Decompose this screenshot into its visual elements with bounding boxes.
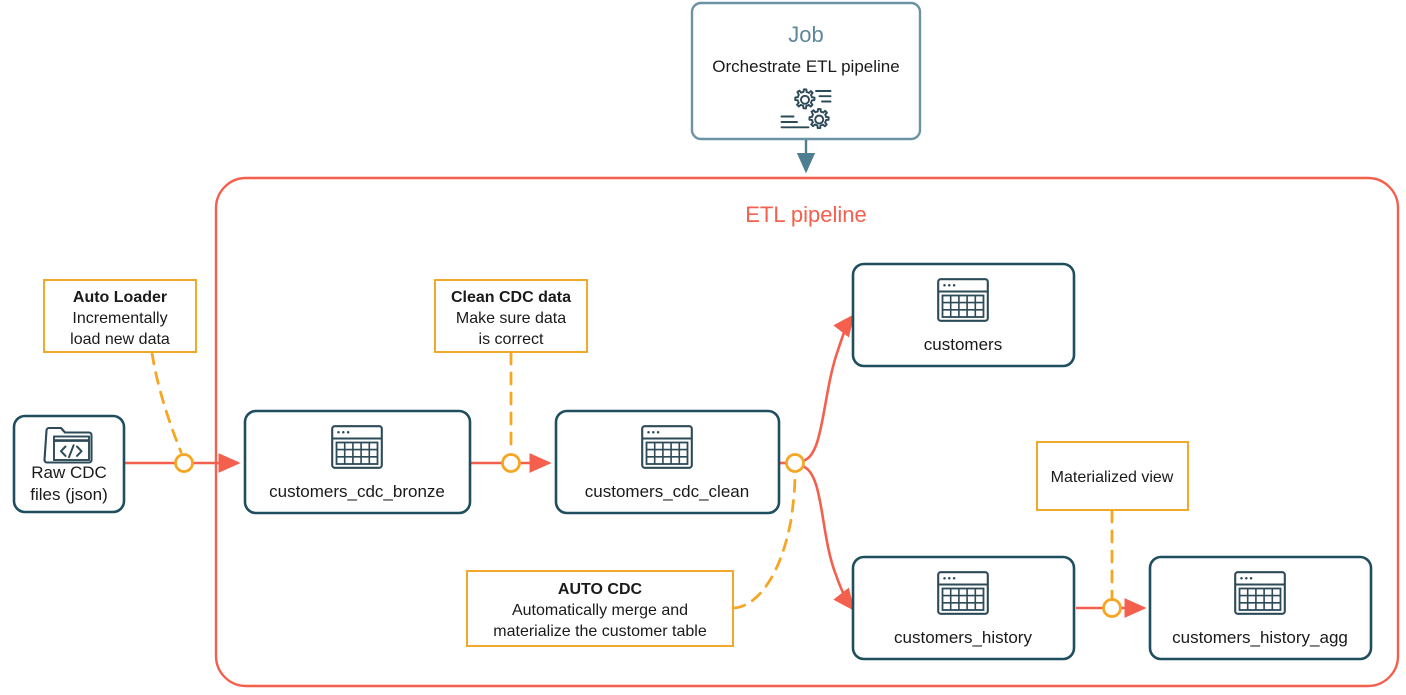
- annotation-auto-loader-leader: [150, 351, 183, 454]
- annotation-materialized-view[interactable]: Materialized view: [1036, 441, 1189, 511]
- table-icon: [331, 425, 383, 469]
- node-customers-history-agg-label: customers_history_agg: [1172, 628, 1348, 647]
- node-customers-label: customers: [924, 335, 1002, 354]
- annotation-auto-cdc[interactable]: AUTO CDC Automatically merge and materia…: [466, 570, 734, 647]
- annotation-clean-cdc-data-line-2: Make sure data: [456, 310, 566, 327]
- table-icon: [1234, 571, 1286, 615]
- job-title: Job: [788, 22, 823, 47]
- annotation-auto-loader-box[interactable]: [43, 279, 197, 353]
- node-raw-cdc-files-label-line2: files (json): [30, 485, 107, 504]
- folder-code-icon: [43, 426, 93, 464]
- junction-dot-materialized-view: [1102, 598, 1122, 618]
- node-customers-cdc-clean[interactable]: customers_cdc_clean: [554, 409, 781, 515]
- node-customers-cdc-bronze-label: customers_cdc_bronze: [269, 482, 445, 501]
- junction-dot-auto-cdc: [785, 453, 805, 473]
- annotation-clean-cdc-data-line-1: Clean CDC data: [451, 289, 571, 306]
- annotation-clean-cdc-data-box[interactable]: [434, 279, 588, 353]
- node-customers-cdc-bronze[interactable]: customers_cdc_bronze: [243, 409, 472, 515]
- node-customers-cdc-clean-label: customers_cdc_clean: [585, 482, 749, 501]
- junction-dot-auto-loader: [174, 453, 194, 473]
- table-icon: [937, 571, 989, 615]
- annotation-auto-loader-line-1: Auto Loader: [73, 289, 167, 306]
- table-icon: [937, 278, 989, 322]
- annotation-auto-cdc-line-2: Automatically merge and: [512, 602, 688, 619]
- annotation-auto-cdc-leader: [732, 472, 797, 610]
- node-customers-history-agg[interactable]: customers_history_agg: [1148, 555, 1373, 661]
- job-subtitle: Orchestrate ETL pipeline: [712, 57, 899, 76]
- annotation-materialized-view-line-1: Materialized view: [1051, 469, 1174, 486]
- node-customers-history[interactable]: customers_history: [851, 555, 1076, 661]
- edge-branch-to-customers-history: [801, 464, 855, 612]
- node-customers-history-label: customers_history: [894, 628, 1032, 647]
- job-box[interactable]: [690, 1, 922, 141]
- etl-pipeline-container: [214, 176, 1400, 688]
- node-raw-cdc-files-box[interactable]: [12, 414, 126, 514]
- node-raw-cdc-files-label-line1: Raw CDC: [31, 463, 107, 482]
- annotation-auto-loader-line-2: Incrementally: [72, 310, 167, 327]
- node-customers[interactable]: customers: [851, 262, 1076, 368]
- edge-branch-to-customers: [801, 313, 855, 463]
- annotation-auto-cdc-line-1: AUTO CDC: [558, 581, 643, 598]
- annotation-clean-cdc-data[interactable]: Clean CDC data Make sure data is correct: [434, 279, 588, 353]
- etl-pipeline-label: ETL pipeline: [745, 202, 866, 227]
- junction-dot-clean-cdc: [501, 453, 521, 473]
- annotation-auto-cdc-box[interactable]: [466, 570, 734, 647]
- annotation-auto-cdc-line-3: materialize the customer table: [493, 623, 707, 640]
- node-raw-cdc-files[interactable]: Raw CDC files (json): [12, 414, 126, 514]
- table-icon: [641, 425, 693, 469]
- annotation-auto-loader[interactable]: Auto Loader Incrementally load new data: [43, 279, 197, 353]
- annotation-auto-loader-line-3: load new data: [70, 331, 170, 348]
- annotation-clean-cdc-data-line-3: is correct: [479, 331, 544, 348]
- annotation-materialized-view-box[interactable]: [1036, 441, 1189, 511]
